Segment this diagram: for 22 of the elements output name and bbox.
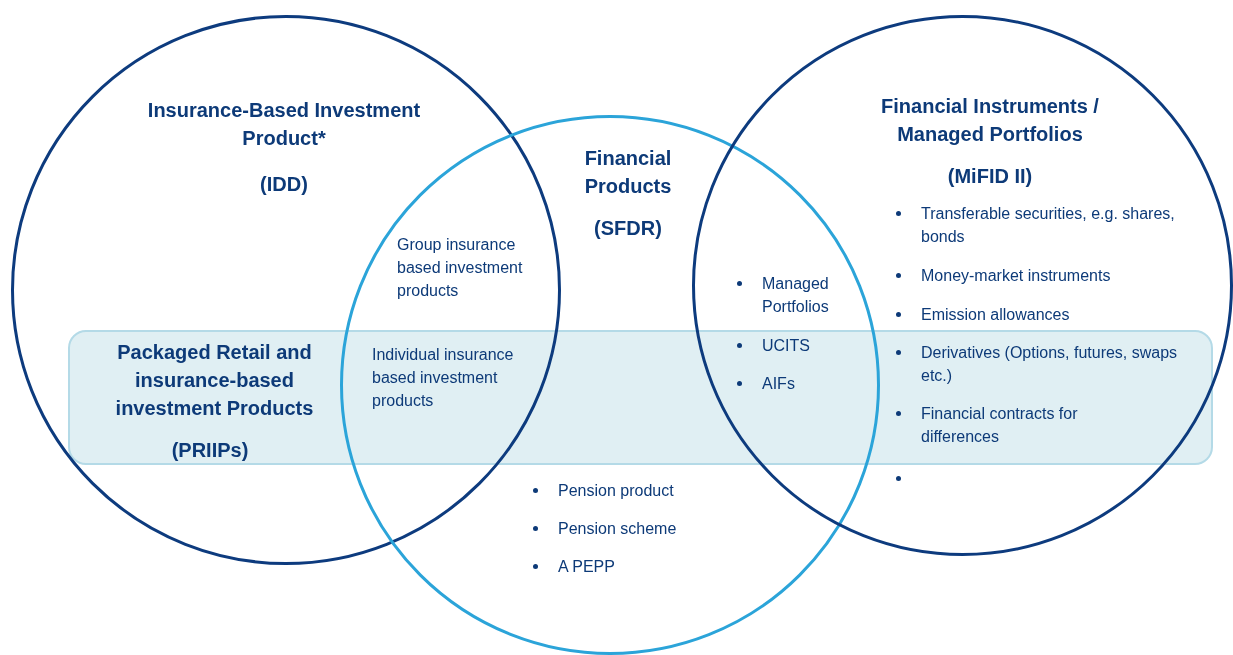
regulation-abbreviation: (MiFID II) bbox=[946, 164, 1034, 189]
list-item: AIFs bbox=[762, 374, 796, 394]
list-item: Derivatives (Options, futures, swaps etc.) bbox=[921, 343, 1179, 386]
list-item: Transferable securities, e.g. shares, bonds bbox=[921, 204, 1176, 247]
list-item: A PEPP bbox=[558, 557, 616, 577]
list-item: Managed Portfolios bbox=[762, 274, 830, 317]
list-item: Financial contracts for differences bbox=[921, 404, 1079, 447]
set-heading: Packaged Retail and insurance-based investment Products bbox=[114, 340, 315, 421]
regulation-abbreviation: (SFDR) bbox=[593, 216, 663, 241]
set-heading: Financial Products bbox=[583, 146, 673, 199]
overlap-label: Group insurance based investment products bbox=[397, 235, 524, 301]
list-item: UCITS bbox=[762, 336, 811, 356]
set-heading: Insurance-Based Investment Product* bbox=[146, 98, 422, 151]
list-item: Money-market instruments bbox=[921, 266, 1112, 286]
category-band bbox=[68, 330, 1213, 465]
overlap-label: Individual insurance based investment products bbox=[372, 345, 515, 411]
list-item: Emission allowances bbox=[921, 305, 1071, 325]
list-item: Pension scheme bbox=[558, 519, 678, 539]
regulation-abbreviation: (PRIIPs) bbox=[170, 438, 250, 463]
set-heading: Financial Instruments / Managed Portfolios bbox=[880, 94, 1100, 147]
regulation-abbreviation: (IDD) bbox=[259, 172, 309, 197]
list-item: Pension product bbox=[558, 481, 675, 501]
